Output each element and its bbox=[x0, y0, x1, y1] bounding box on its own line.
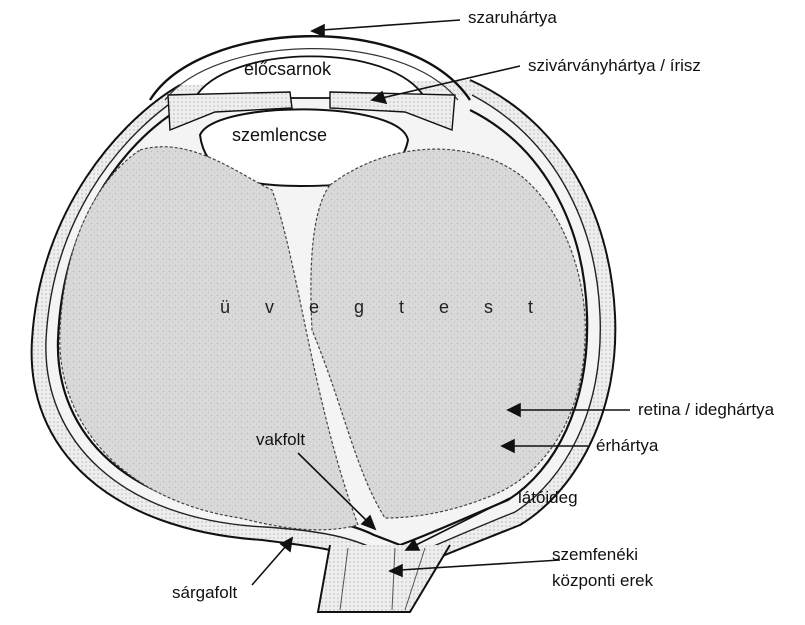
label-central-vessels-1: szemfenéki bbox=[552, 545, 638, 565]
label-lens: szemlencse bbox=[232, 125, 327, 145]
label-central-vessels-2: központi erek bbox=[552, 571, 653, 591]
label-macula: sárgafolt bbox=[172, 583, 237, 603]
label-blind-spot: vakfolt bbox=[256, 430, 305, 450]
label-retina: retina / ideghártya bbox=[638, 400, 774, 420]
label-optic-nerve: látóideg bbox=[518, 488, 578, 508]
label-iris: szivárványhártya / írisz bbox=[528, 56, 701, 76]
optic-nerve-shape bbox=[318, 545, 450, 612]
label-choroid: érhártya bbox=[596, 436, 658, 456]
label-vitreous: ü v e g t e s t bbox=[220, 297, 548, 317]
label-anterior-chamber: előcsarnok bbox=[244, 59, 331, 79]
label-cornea: szaruhártya bbox=[468, 8, 557, 28]
